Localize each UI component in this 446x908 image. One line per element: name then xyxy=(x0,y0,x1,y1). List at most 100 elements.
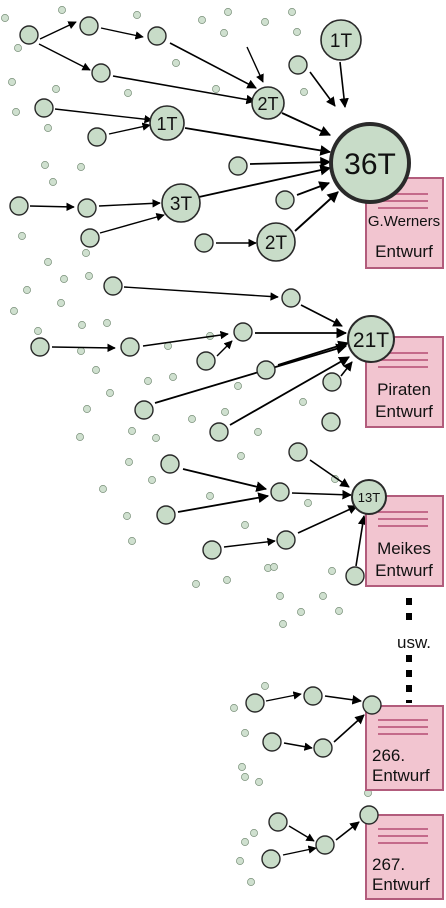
node-3t-label: 3T xyxy=(170,194,193,215)
document-266-title: 266. xyxy=(372,746,405,765)
contributor-node[interactable] xyxy=(91,63,111,83)
speck xyxy=(128,427,136,435)
speck xyxy=(247,878,255,886)
arrow xyxy=(38,43,91,71)
speck xyxy=(241,521,249,529)
contributor-node[interactable] xyxy=(87,127,107,147)
speck xyxy=(188,415,196,423)
contributor-node[interactable] xyxy=(256,360,276,380)
contributor-node[interactable] xyxy=(261,849,281,869)
speck xyxy=(319,592,327,600)
arrow xyxy=(296,181,331,196)
speck xyxy=(78,321,86,329)
speck xyxy=(270,563,278,571)
speck xyxy=(23,286,31,294)
contributor-node[interactable] xyxy=(19,25,39,45)
contributor-node[interactable] xyxy=(134,400,154,420)
document-werner-subtitle: Entwurf xyxy=(375,242,433,261)
speck xyxy=(297,608,305,616)
arrow xyxy=(283,742,313,751)
document-266[interactable]: 266. Entwurf xyxy=(365,705,444,791)
document-meike-title: Meikes xyxy=(377,539,431,558)
hub-piraten[interactable]: 21T xyxy=(347,315,395,363)
contributor-node[interactable] xyxy=(262,732,282,752)
speck xyxy=(261,18,269,26)
arrow xyxy=(288,825,315,842)
hub-nodes: 36T 21T 13T xyxy=(329,122,411,515)
speck xyxy=(293,28,301,36)
speck xyxy=(41,161,49,169)
continuation-ellipsis: usw. xyxy=(397,598,431,703)
speck xyxy=(123,512,131,520)
contributor-node[interactable] xyxy=(209,422,229,442)
contributor-node[interactable] xyxy=(288,442,308,462)
contributor-node[interactable] xyxy=(77,198,97,218)
contributor-node[interactable] xyxy=(202,540,222,560)
contributor-node[interactable] xyxy=(281,288,301,308)
contributor-node[interactable] xyxy=(288,55,308,75)
contributor-node[interactable] xyxy=(30,337,50,357)
document-267[interactable]: 267. Entwurf xyxy=(365,814,444,900)
contributor-node[interactable] xyxy=(345,566,365,586)
contributor-node[interactable] xyxy=(321,412,341,432)
speck xyxy=(58,6,66,14)
contributor-node[interactable] xyxy=(147,26,167,46)
arrow xyxy=(282,845,317,856)
contributor-node[interactable] xyxy=(276,530,296,550)
contributor-node[interactable] xyxy=(268,812,288,832)
speck xyxy=(77,347,85,355)
contributor-node[interactable] xyxy=(156,505,176,525)
arrow xyxy=(142,330,229,347)
node-2t-upper[interactable]: 2T xyxy=(251,86,285,120)
arrow xyxy=(223,537,276,548)
contributor-node[interactable] xyxy=(315,835,335,855)
arrow xyxy=(297,505,358,534)
node-1t-top[interactable]: 1T xyxy=(320,19,362,61)
arrow xyxy=(229,356,350,426)
contributor-node[interactable] xyxy=(362,695,382,715)
contributor-node[interactable] xyxy=(80,228,100,248)
document-werner[interactable]: G.Werners Entwurf xyxy=(365,177,444,269)
background-specks xyxy=(1,6,372,886)
arrow xyxy=(324,695,362,705)
contributor-node[interactable] xyxy=(120,337,140,357)
contributor-node[interactable] xyxy=(359,805,379,825)
contributor-node[interactable] xyxy=(194,233,214,253)
arrow xyxy=(123,286,279,301)
node-1t-mid-label: 1T xyxy=(156,114,177,134)
arrow xyxy=(355,515,368,567)
speck xyxy=(82,249,90,257)
node-2t-lower[interactable]: 2T xyxy=(256,222,296,262)
arrow xyxy=(335,821,360,841)
contributor-node[interactable] xyxy=(34,98,54,118)
contributor-node[interactable] xyxy=(275,190,295,210)
contributor-node[interactable] xyxy=(9,196,29,216)
contributor-node[interactable] xyxy=(270,482,290,502)
contributor-node[interactable] xyxy=(245,693,265,713)
speck xyxy=(198,16,206,24)
contributor-node[interactable] xyxy=(103,276,123,296)
speck xyxy=(221,408,229,416)
speck xyxy=(241,838,249,846)
speck xyxy=(124,89,132,97)
arrow xyxy=(39,21,77,40)
contributor-node[interactable] xyxy=(228,156,248,176)
arrow xyxy=(99,213,165,234)
contributor-node[interactable] xyxy=(196,351,216,371)
contributor-node[interactable] xyxy=(303,686,323,706)
contributor-node[interactable] xyxy=(322,372,342,392)
contributor-node[interactable] xyxy=(313,738,333,758)
hub-werner[interactable]: 36T xyxy=(329,122,411,204)
contributor-node[interactable] xyxy=(79,16,99,36)
arrow xyxy=(265,691,302,702)
arrow xyxy=(281,112,331,136)
ellipsis-label: usw. xyxy=(397,633,431,652)
arrow xyxy=(108,122,151,135)
node-3t[interactable]: 3T xyxy=(161,183,201,223)
speck xyxy=(18,232,26,240)
hub-meike[interactable]: 13T xyxy=(351,479,387,515)
speck xyxy=(144,377,152,385)
contributor-node[interactable] xyxy=(233,322,253,342)
contributor-node[interactable] xyxy=(160,454,180,474)
node-1t-mid[interactable]: 1T xyxy=(149,105,185,141)
